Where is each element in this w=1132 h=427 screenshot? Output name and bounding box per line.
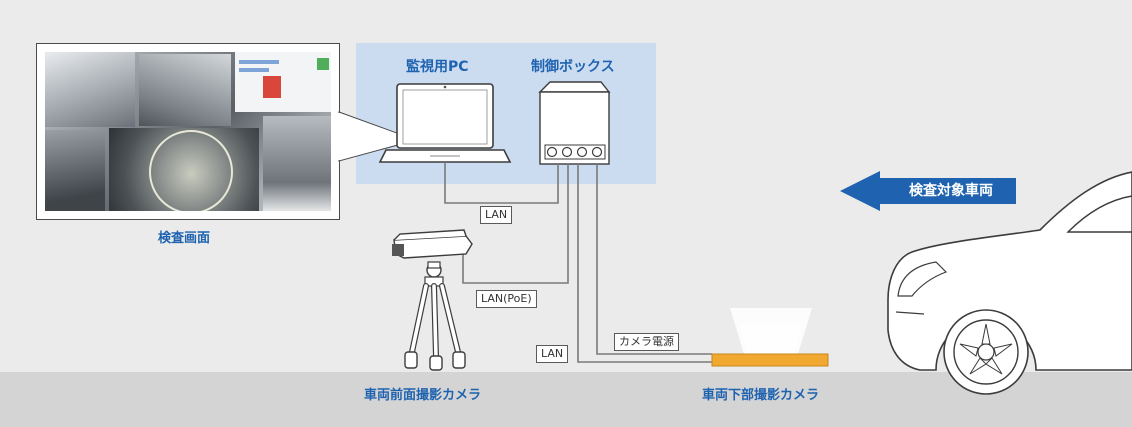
vehicle-direction-arrow: 検査対象車両 — [840, 171, 1016, 211]
cables — [444, 162, 712, 363]
callout-join — [336, 113, 340, 160]
lan-poe-cable — [462, 164, 569, 284]
ground — [0, 372, 1132, 427]
monitor-pc-label: 監視用PC — [406, 59, 469, 75]
car-icon — [887, 171, 1132, 395]
target-vehicle-label: 検査対象車両 — [909, 183, 993, 199]
inspection-screen — [36, 43, 340, 220]
front-camera-label: 車両前面撮影カメラ — [364, 388, 482, 403]
inspection-screen-label: 検査画面 — [158, 231, 211, 246]
lan-cable-pc — [444, 162, 559, 204]
left-arrow-icon — [840, 171, 1016, 211]
lan-under-tag: LAN — [536, 345, 569, 363]
lan-cable-under — [577, 164, 712, 363]
inspection-screen-image — [45, 52, 331, 211]
laptop-icon — [378, 83, 512, 163]
lan-poe-tag: LAN(PoE) — [476, 290, 537, 308]
camera-power-tag: カメラ電源 — [614, 333, 679, 351]
control-box-icon — [538, 81, 611, 165]
control-box-label: 制御ボックス — [531, 59, 615, 75]
floor-camera-icon — [711, 308, 829, 367]
power-cable-under — [596, 164, 712, 355]
under-camera-label: 車両下部撮影カメラ — [702, 388, 820, 403]
lan-pc-tag: LAN — [480, 206, 513, 224]
tripod-camera-icon — [392, 229, 473, 371]
